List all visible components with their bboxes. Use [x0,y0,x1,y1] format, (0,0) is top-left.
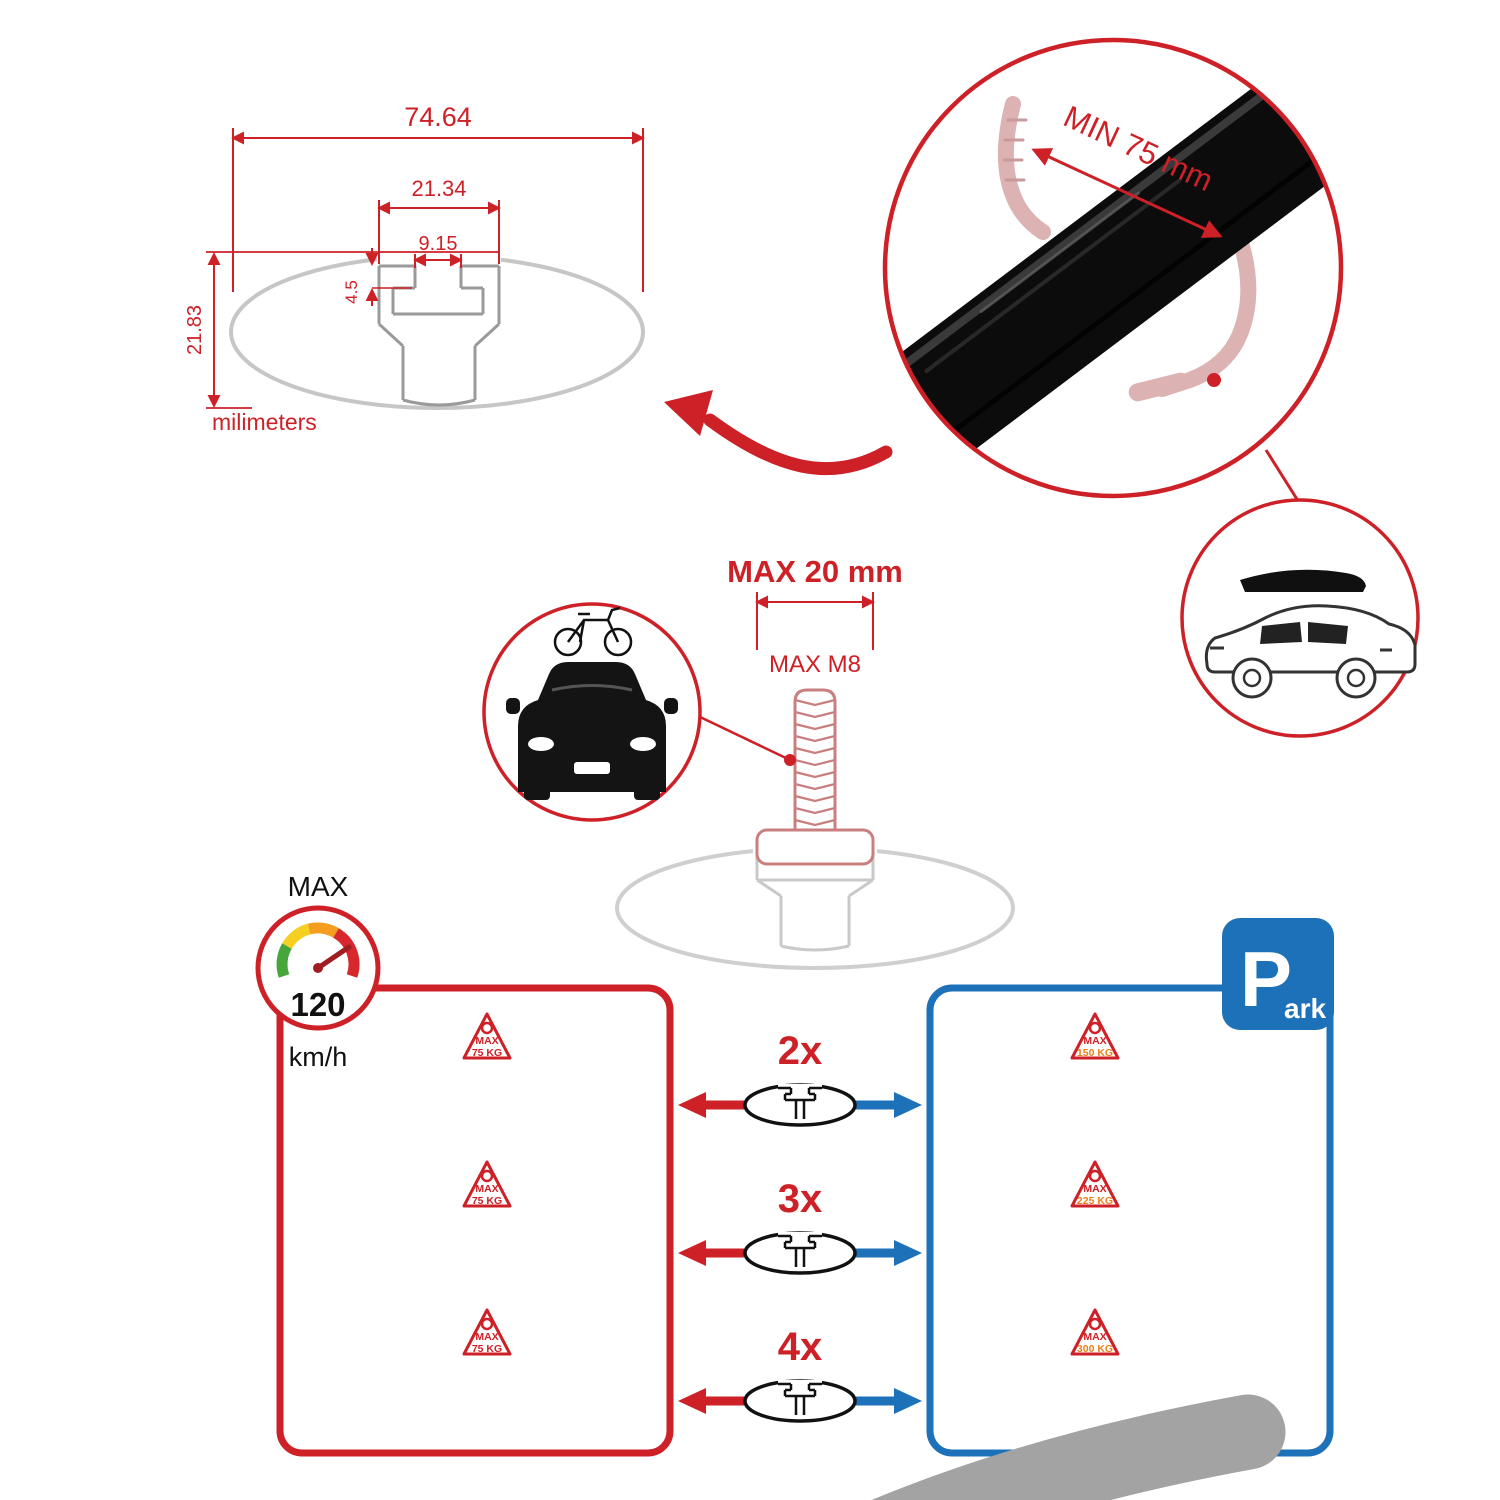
gauge-arc [276,922,360,978]
badge-load-value: 150 KG [1077,1047,1113,1059]
load-badge: MAX 150 KG [1070,1012,1120,1060]
cross-section-dimension-diagram: 74.64 21.34 9.15 4.5 21.83 milimeters [184,102,645,435]
dim-unit-label: milimeters [212,409,317,435]
driving-panel [276,984,674,1457]
badge-load-value: 300 KG [1077,1343,1113,1355]
connector-line-suv [1264,449,1302,505]
badge-load-value: 75 KG [472,1195,502,1207]
park-sign: P ark [1222,918,1334,1030]
badge-load-value: 75 KG [472,1343,502,1355]
speed-value: 120 [290,986,345,1023]
multiplier-row-3: 4x [678,1325,922,1423]
car-front-bike-circle [482,602,796,822]
badge-max-label: MAX [1083,1331,1106,1343]
dim-slot-outer-label: 21.34 [411,176,466,201]
dim-slot-inner-label: 9.15 [419,233,458,255]
badge-max-label: MAX [1083,1183,1106,1195]
speedometer: MAX 120 km/h [255,871,381,1072]
driving-car-2: MAX 75 KG [462,1160,512,1208]
crossbar-profile-icon [743,1083,857,1127]
parked-panel [926,984,1334,1457]
bolt-thread-label: MAX M8 [769,651,861,678]
bolt-head-width-label: MAX 20 mm [727,554,903,589]
multiplier-row-1: 2x [678,1029,922,1127]
suv-roofbox-circle [1180,498,1420,738]
bolt-illustration [755,688,875,866]
crossbar-profile-icon [743,1379,857,1423]
parked-car-1: MAX 150 KG [1070,1012,1120,1060]
badge-max-label: MAX [1083,1035,1106,1047]
t-slot-profile [377,264,501,407]
parked-car-3: MAX 300 KG [1070,1308,1120,1356]
connector-dot [784,754,796,766]
dim-total-height-label: 21.83 [184,305,206,355]
park-sign-p: P [1240,935,1292,1023]
multiplier-label: 2x [778,1029,823,1073]
speed-unit: km/h [289,1042,348,1072]
badge-max-label: MAX [475,1183,498,1195]
badge-max-label: MAX [475,1035,498,1047]
suv-illustration [1204,569,1417,699]
driving-car-1: MAX 75 KG [462,1012,1450,1500]
badge-max-label: MAX [475,1331,498,1343]
roof-box [1240,569,1366,592]
load-badge: MAX 300 KG [1070,1308,1120,1356]
bike-icon [553,606,633,657]
speed-max-label: MAX [288,871,349,902]
load-badge: MAX 75 KG [462,1012,512,1060]
gauge-needle [315,944,352,971]
pointer-arrow-to-diagram [664,390,893,476]
min-span-arrow [1031,148,1223,238]
crossbar-profile-icon [743,1231,857,1275]
dim-lip-depth-label: 4.5 [342,280,361,304]
mounting-bolt-diagram: MAX 20 mm MAX M8 [482,554,1015,970]
load-badge: MAX 75 KG [462,1160,512,1208]
multiplier-label: 4x [778,1325,823,1369]
car-front-icon [506,662,678,800]
parked-car-2: MAX 225 KG [1070,1160,1120,1208]
park-sign-ark: ark [1284,993,1326,1024]
multiplier-row-2: 3x [678,1177,922,1275]
load-badge: MAX 225 KG [1070,1160,1120,1208]
badge-load-value: 75 KG [472,1047,502,1059]
comparison-section: MAX 120 km/h P ark [255,871,1450,1500]
load-badge: MAX 75 KG [462,1308,512,1356]
driving-car-3: MAX 75 KG [462,1308,512,1356]
badge-load-value: 225 KG [1077,1195,1113,1207]
crossbar-closeup: MIN 75 mm [664,37,1344,505]
multiplier-label: 3x [778,1177,823,1221]
bolt-dimension-lines [755,592,875,650]
closeup-circle-border [882,37,1344,499]
clamp-pivot-dot [1207,373,1221,387]
dimension-lines [206,128,645,409]
dim-total-width-label: 74.64 [404,102,472,132]
